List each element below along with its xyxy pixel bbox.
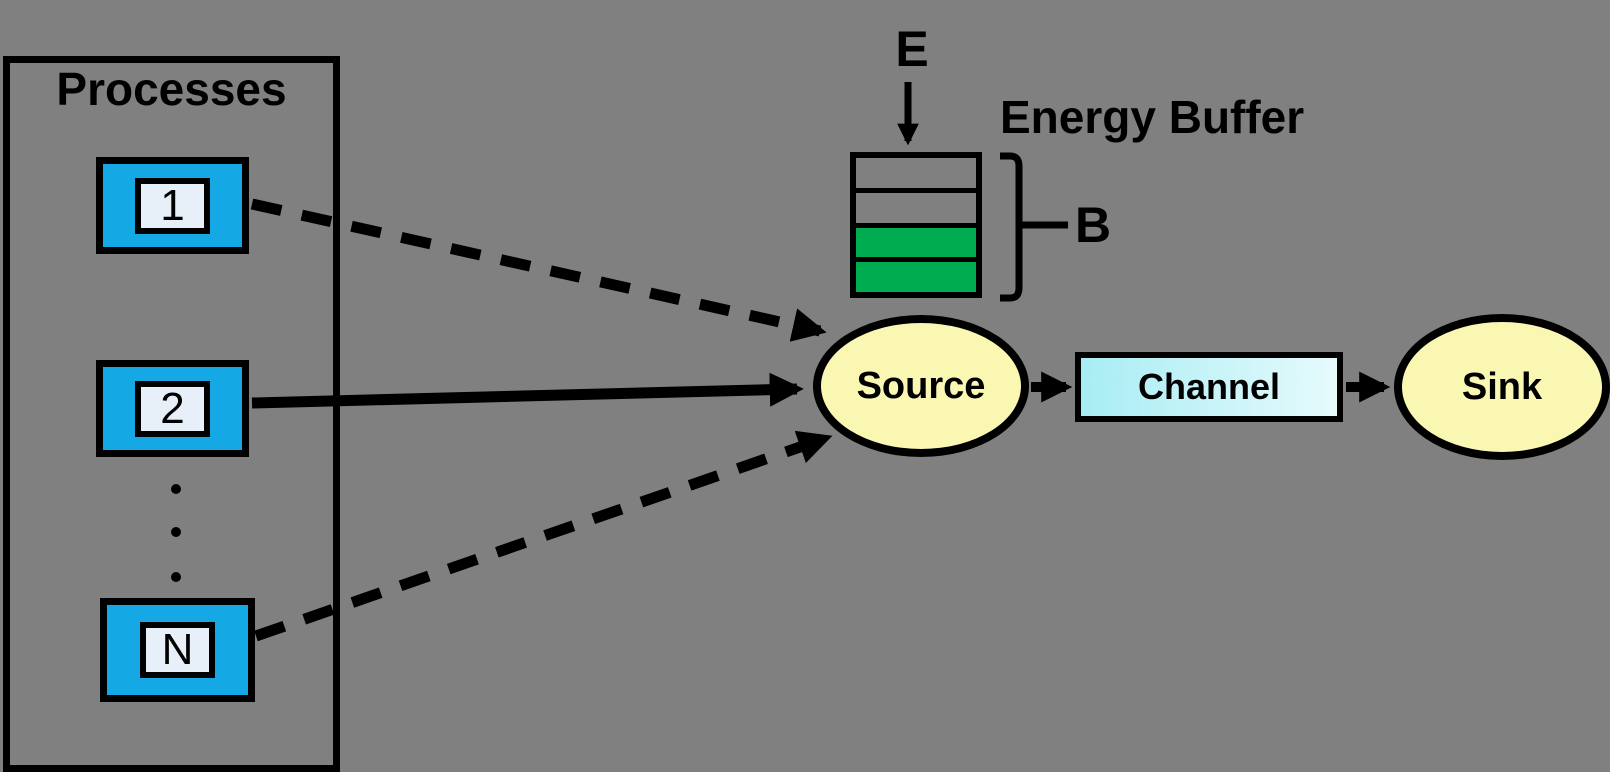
buffer-cell-4 [856, 257, 976, 292]
processes-container [3, 56, 340, 772]
ellipsis-dot [171, 527, 181, 537]
edge-processN-source [254, 430, 833, 642]
channel-node: Channel [1075, 352, 1343, 422]
processes-title: Processes [56, 63, 287, 115]
sink-node: Sink [1394, 314, 1610, 460]
buffer-size-label: B [1075, 197, 1112, 253]
process-node-n: N [100, 598, 255, 702]
buffer-cell-2 [856, 187, 976, 223]
source-node: Source [813, 315, 1029, 457]
process-node-2: 2 [96, 360, 249, 457]
ellipsis-dot [171, 572, 181, 582]
process-label-n: N [140, 622, 215, 678]
energy-input-label: E [895, 21, 929, 77]
channel-label: Channel [1137, 366, 1280, 407]
source-label: Source [856, 364, 986, 407]
energy-buffer [850, 152, 982, 298]
buffer-cell-1 [856, 158, 976, 188]
ellipsis-dot [171, 484, 181, 494]
process-label-1: 1 [135, 177, 210, 234]
energy-buffer-title: Energy Buffer [1000, 91, 1305, 143]
buffer-bracket [1000, 152, 1068, 302]
sink-label: Sink [1461, 365, 1543, 408]
process-label-2: 2 [135, 380, 210, 437]
buffer-cell-3 [856, 222, 976, 258]
process-node-1: 1 [96, 157, 249, 254]
